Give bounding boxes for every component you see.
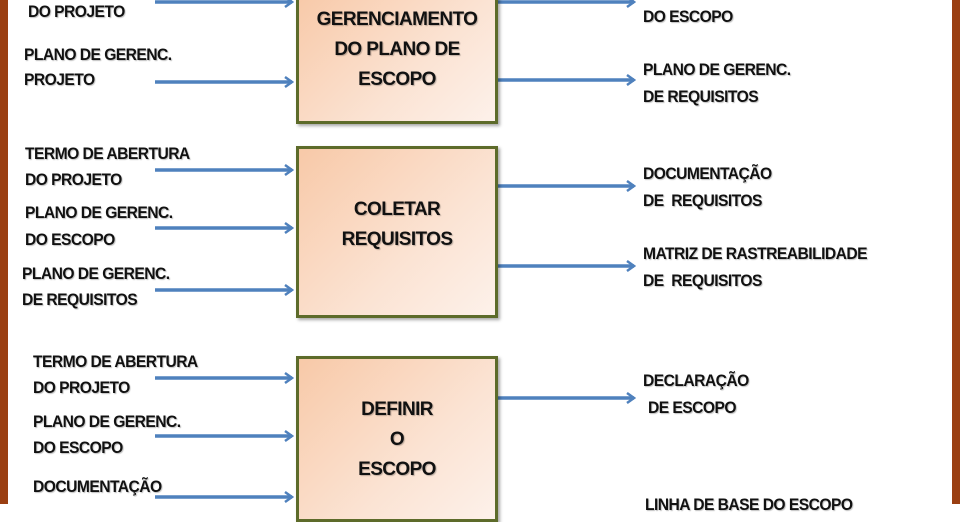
input-label: TERMO DE ABERTURA: [25, 144, 190, 163]
output-label: LINHA DE BASE DO ESCOPO: [645, 495, 853, 514]
process-title-line: DO PLANO DE: [334, 39, 460, 60]
input-label: TERMO DE ABERTURA: [33, 352, 198, 371]
input-label: PROJETO: [24, 70, 95, 89]
input-label: DO ESCOPO: [25, 230, 115, 249]
output-label: DECLARAÇÃO: [643, 371, 749, 390]
process-title-line: REQUISITOS: [341, 229, 453, 250]
frame-right-border: [952, 0, 960, 504]
process-title-line: GERENCIAMENTO: [316, 9, 478, 30]
input-label: DO PROJETO: [33, 378, 130, 397]
process-title-line: DEFINIR: [361, 399, 433, 420]
output-label: DE ESCOPO: [648, 398, 737, 417]
process-title-line: COLETAR: [353, 199, 441, 220]
process-title-line: ESCOPO: [358, 69, 436, 90]
output-label: MATRIZ DE RASTREABILIDADE: [643, 244, 868, 263]
frame-left-border: [0, 0, 8, 504]
input-label: DE REQUISITOS: [22, 290, 138, 309]
input-label: DO PROJETO: [28, 2, 125, 21]
input-label: PLANO DE GERENC.: [33, 412, 181, 431]
input-label: PLANO DE GERENC.: [22, 264, 170, 283]
input-label: PLANO DE GERENC.: [25, 203, 173, 222]
process-title-line: ESCOPO: [358, 459, 436, 480]
input-label: DOCUMENTAÇÃO: [33, 477, 162, 496]
output-label: DO ESCOPO: [643, 7, 733, 26]
output-label: DE REQUISITOS: [643, 191, 762, 210]
output-label: DOCUMENTAÇÃO: [643, 164, 772, 183]
process-box-gerenciamento-escopo: GERENCIAMENTO DO PLANO DE ESCOPO: [296, 0, 498, 124]
input-label: DO ESCOPO: [33, 438, 123, 457]
process-box-definir-escopo: DEFINIR O ESCOPO: [296, 356, 498, 522]
output-label: DE REQUISITOS: [643, 271, 762, 290]
arrows-layer: [155, 0, 960, 504]
input-label: DO PROJETO: [25, 170, 122, 189]
input-label: PLANO DE GERENC.: [24, 45, 172, 64]
output-label: PLANO DE GERENC.: [643, 60, 791, 79]
process-title-line: O: [389, 429, 405, 450]
process-box-coletar-requisitos: COLETAR REQUISITOS: [296, 146, 498, 318]
output-label: DE REQUISITOS: [643, 87, 759, 106]
